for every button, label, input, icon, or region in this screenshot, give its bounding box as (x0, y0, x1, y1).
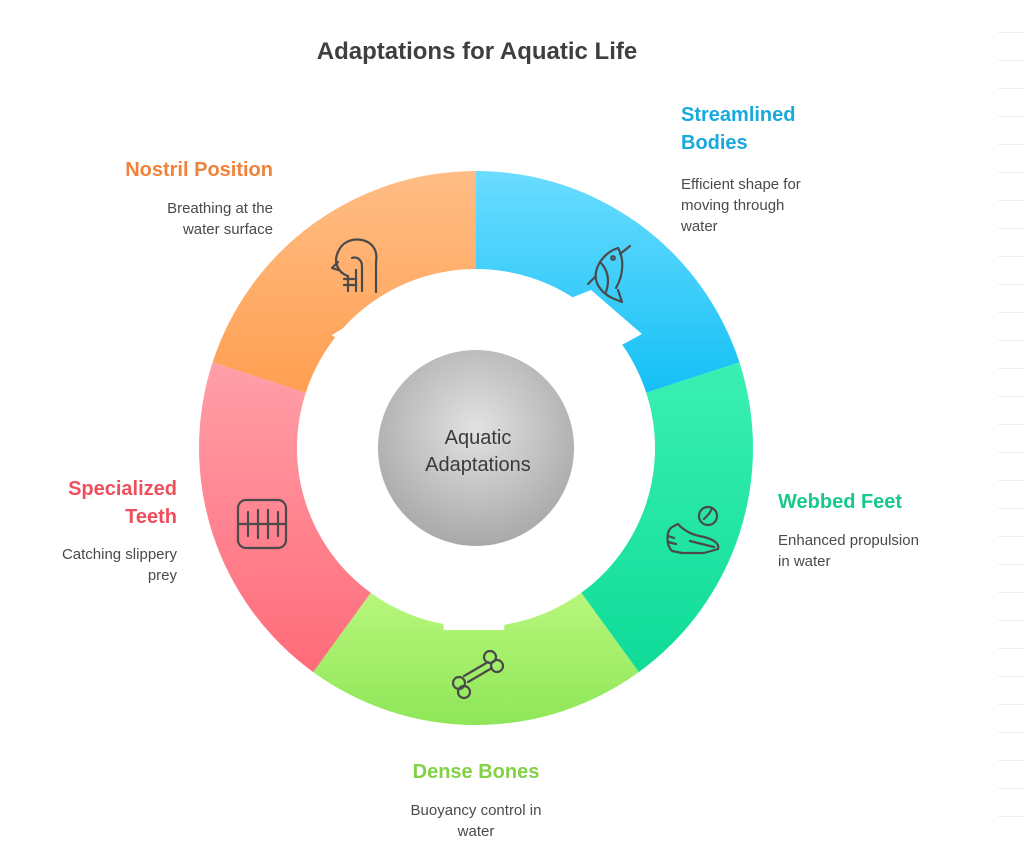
teeth-description-line: Catching slippery (61, 546, 177, 563)
segment-teeth (199, 362, 371, 673)
center-label-line2: Adaptations (425, 454, 531, 476)
streamlined-description: Efficient shape for moving through water (681, 174, 801, 237)
arrow-teeth (300, 452, 392, 532)
edge-rule (998, 760, 1024, 761)
edge-rule (998, 32, 1024, 33)
edge-rule (998, 312, 1024, 313)
edge-rule (998, 648, 1024, 649)
arrows (300, 286, 642, 630)
teeth-heading-line: Teeth (125, 506, 177, 528)
streamlined-description-line: Efficient shape for (681, 176, 801, 193)
edge-rule (998, 88, 1024, 89)
fish-icon (586, 244, 632, 304)
edge-rule (998, 564, 1024, 565)
webbed-description: Enhanced propulsion in water (778, 530, 919, 572)
arrow-nostril (332, 286, 434, 376)
segment-bones (313, 592, 639, 725)
center-label-line1: Aquatic (444, 427, 512, 449)
head-nostril-icon (330, 238, 378, 294)
streamlined-heading-line: Bodies (681, 132, 748, 154)
teeth-description-line: prey (147, 567, 177, 584)
streamlined-description-line: moving through (681, 197, 785, 214)
teeth-icon (236, 498, 288, 550)
bone-icon (451, 649, 505, 700)
streamlined-heading-line: Streamlined (681, 104, 796, 126)
edge-rule (998, 256, 1024, 257)
center-label: Aquatic Adaptations (380, 425, 576, 479)
nostril-description: Breathing at the water surface (167, 198, 273, 240)
streamlined-heading: Streamlined Bodies (681, 101, 795, 157)
edge-rule (998, 536, 1024, 537)
streamlined-description-line: water (681, 218, 718, 235)
edge-rule (998, 620, 1024, 621)
edge-rule (998, 508, 1024, 509)
edge-rule (998, 396, 1024, 397)
teeth-heading: Specialized Teeth (68, 475, 177, 531)
edge-rule (998, 480, 1024, 481)
edge-rule (998, 200, 1024, 201)
nostril-heading-text: Nostril Position (125, 159, 273, 181)
edge-rule (998, 424, 1024, 425)
nostril-description-line: water surface (182, 221, 273, 238)
edge-rule (998, 788, 1024, 789)
edge-rule (998, 704, 1024, 705)
teeth-description: Catching slippery prey (62, 544, 177, 586)
edge-rule (998, 368, 1024, 369)
webbed-foot-icon (666, 505, 720, 555)
bones-description-line: water (457, 823, 495, 840)
webbed-description-line: Enhanced propulsion (778, 532, 919, 549)
nostril-description-line: Breathing at the (167, 200, 273, 217)
edge-rule (998, 60, 1024, 61)
edge-rule (998, 228, 1024, 229)
segment-nostril (212, 171, 476, 393)
edge-rule (998, 172, 1024, 173)
edge-rule (998, 676, 1024, 677)
edge-rule (998, 284, 1024, 285)
webbed-heading: Webbed Feet (778, 491, 903, 513)
webbed-description-line: in water (778, 553, 831, 570)
edge-rule (998, 116, 1024, 117)
teeth-heading-line: Specialized (68, 478, 177, 500)
bones-description: Buoyancy control in water (366, 800, 586, 842)
bones-heading: Dense Bones (412, 761, 540, 783)
edge-rule (998, 340, 1024, 341)
edge-rule (998, 816, 1024, 817)
center-circle (378, 350, 574, 546)
edge-rule (998, 144, 1024, 145)
segment-webbed (581, 362, 753, 673)
edge-rule (998, 452, 1024, 453)
arrow-streamlined (520, 290, 642, 382)
bones-description-line: Buoyancy control in (410, 802, 542, 819)
page-title: Adaptations for Aquatic Life (316, 38, 638, 65)
edge-rule (998, 732, 1024, 733)
arrow-bones (438, 543, 510, 630)
edge-rule (998, 592, 1024, 593)
arrow-webbed (562, 456, 636, 578)
